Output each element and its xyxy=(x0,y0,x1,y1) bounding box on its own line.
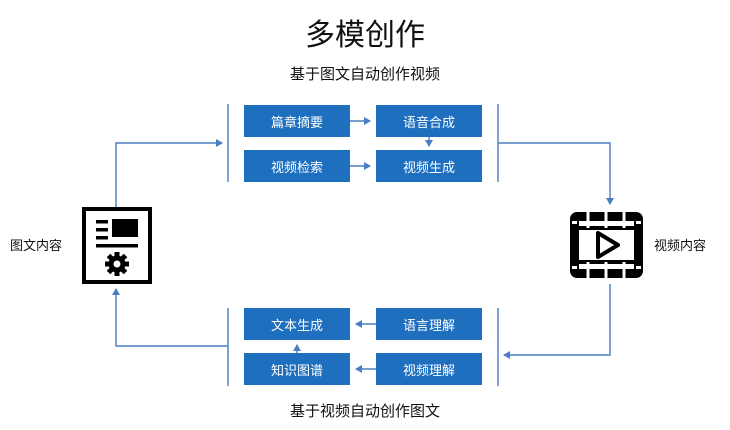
bottom-flow-subtitle: 基于视频自动创作图文 xyxy=(289,402,440,420)
arrow-image-text-to-top-flow xyxy=(115,139,223,207)
box-text-generation: 文本生成 xyxy=(244,308,350,340)
video-play-icon xyxy=(570,212,643,278)
box-language-understanding: 语言理解 xyxy=(376,308,482,340)
box-tts: 语音合成 xyxy=(376,105,482,137)
image-text-content-label: 图文内容 xyxy=(10,239,63,254)
diagram-title: 多模创作 xyxy=(305,18,425,53)
arrow-video-to-bottom-flow xyxy=(503,284,611,359)
box-knowledge-graph: 知识图谱 xyxy=(244,353,350,385)
document-gear-icon xyxy=(82,207,152,284)
box-video-generation: 视频生成 xyxy=(376,150,482,182)
arrow-bottom-flow-to-image-text xyxy=(112,288,228,347)
box-video-understanding: 视频理解 xyxy=(376,353,482,385)
top-flow-subtitle: 基于图文自动创作视频 xyxy=(289,65,440,83)
box-summary: 篇章摘要 xyxy=(244,105,350,137)
video-content-label: 视频内容 xyxy=(654,239,707,254)
box-video-retrieval: 视频检索 xyxy=(244,150,350,182)
arrow-top-flow-to-video xyxy=(498,142,614,205)
